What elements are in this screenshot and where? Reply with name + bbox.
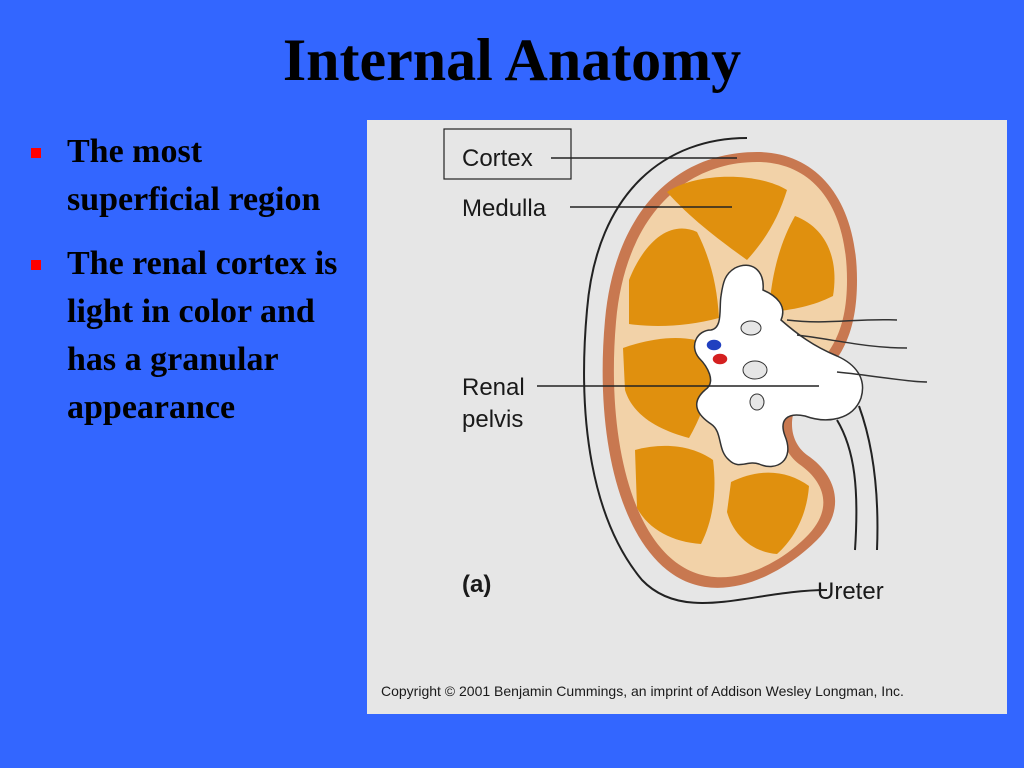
renal-pelvis-label-line1: Renal <box>462 374 525 401</box>
minor-calyx <box>742 360 768 380</box>
renal-pelvis-label-line2: pelvis <box>462 406 523 433</box>
bullet-list: The most superficial region The renal co… <box>28 128 358 448</box>
ureter-tube <box>836 405 879 551</box>
bullet-text: The most superficial region <box>67 133 321 218</box>
renal-pelvis <box>693 264 864 468</box>
bullet-square-icon <box>31 260 41 270</box>
renal-artery-icon <box>711 352 729 366</box>
hilum-vessel-lines <box>786 318 928 383</box>
minor-calyx <box>740 320 762 336</box>
copyright-text: Copyright © 2001 Benjamin Cummings, an i… <box>381 683 904 699</box>
slide-title: Internal Anatomy <box>282 27 742 93</box>
ureter-label: Ureter <box>817 578 884 605</box>
medulla-pyramids <box>623 176 835 554</box>
minor-calyx <box>749 393 765 411</box>
bullet-item-superficial: The most superficial region <box>28 128 358 224</box>
cortex-label: Cortex <box>462 145 533 172</box>
kidney-diagram: Cortex Medulla Renal pelvis Ureter (a) C… <box>381 128 928 699</box>
kidney-figure: Cortex Medulla Renal pelvis Ureter (a) C… <box>367 120 1007 714</box>
bullet-square-icon <box>31 148 41 158</box>
cortex-label-box <box>443 128 572 180</box>
outer-capsule-line <box>583 137 828 604</box>
bullet-item-renal-cortex: The renal cortex is light in color and h… <box>28 240 358 432</box>
panel-label: (a) <box>462 571 491 598</box>
bullet-text: The renal cortex is light in color and h… <box>67 245 338 426</box>
renal-vein-icon <box>705 338 723 352</box>
medulla-label: Medulla <box>462 195 547 222</box>
